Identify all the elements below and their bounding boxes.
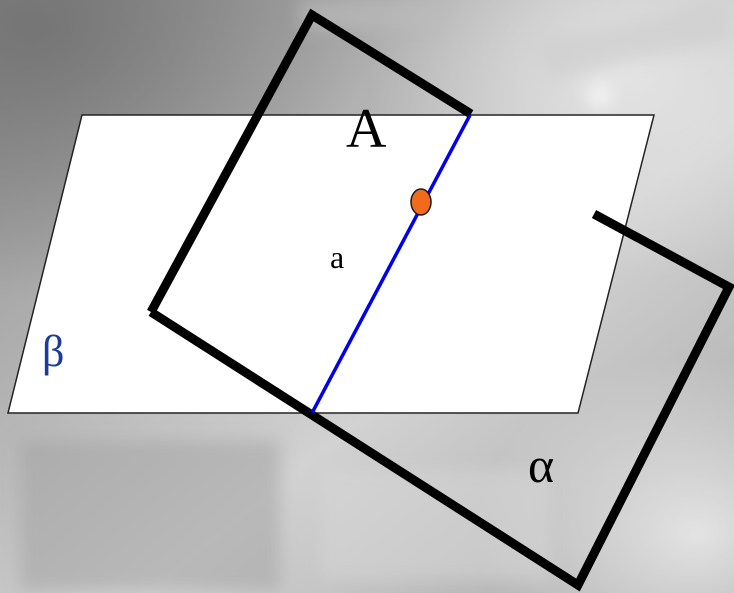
line-label-a: a	[330, 239, 344, 275]
plane-alpha-upper-edge	[147, 8, 474, 315]
plane-alpha-lower-edge	[148, 210, 734, 592]
intersection-line-a	[310, 114, 472, 414]
plane-label-beta: β	[42, 327, 64, 376]
point-a-marker	[410, 188, 432, 216]
plane-beta	[7, 114, 655, 414]
point-label-a: A	[346, 98, 387, 160]
plane-label-alpha: α	[528, 437, 554, 493]
